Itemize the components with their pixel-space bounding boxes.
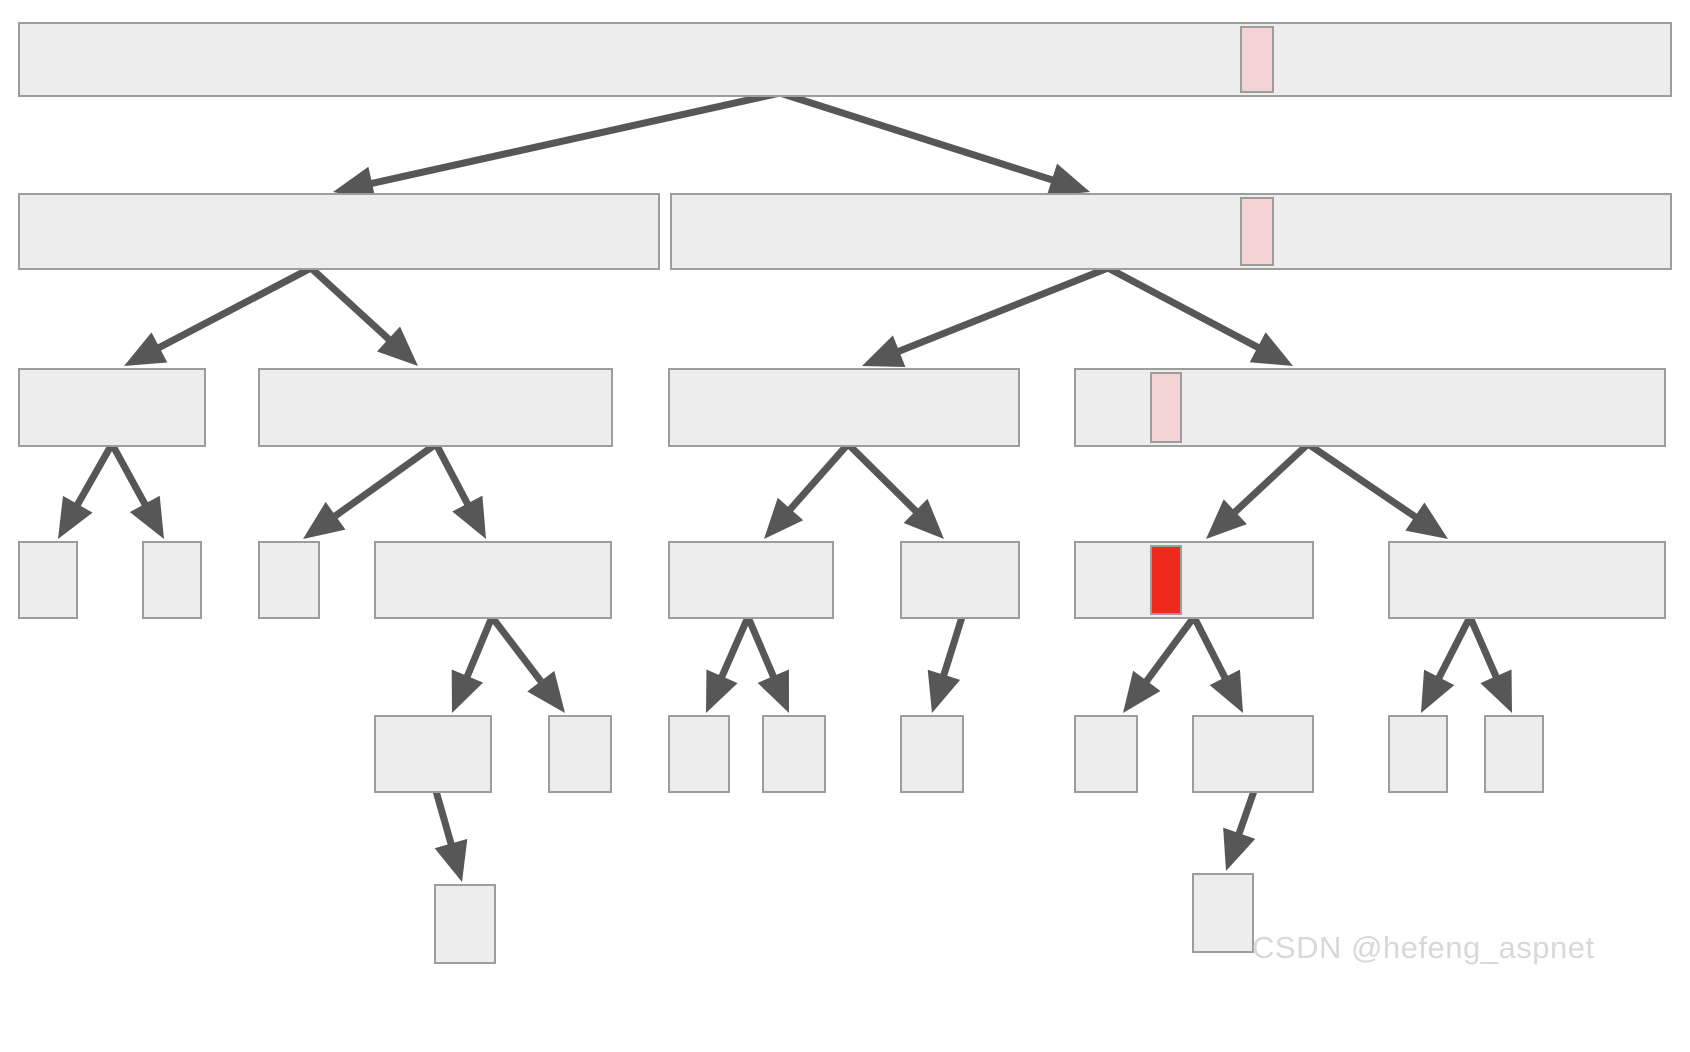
- tree-node[interactable]: [18, 22, 1672, 97]
- tree-node[interactable]: [374, 541, 612, 619]
- tree-edge: [303, 441, 439, 539]
- tree-edge: [489, 614, 565, 713]
- tree-edge: [1421, 615, 1474, 713]
- tree-node[interactable]: [374, 715, 492, 793]
- tree-node[interactable]: [1192, 873, 1254, 953]
- tree-edge: [432, 442, 486, 539]
- tree-edge: [744, 615, 789, 713]
- tree-node[interactable]: [258, 368, 613, 447]
- tree-node[interactable]: [1074, 541, 1314, 619]
- tree-node[interactable]: [548, 715, 612, 793]
- tree-edge: [124, 264, 313, 366]
- tree-edge: [308, 265, 418, 366]
- tree-node[interactable]: [18, 541, 78, 619]
- tree-edge: [1206, 441, 1311, 539]
- highlight-block-marker: [1240, 26, 1274, 93]
- tree-edge: [108, 442, 164, 539]
- tree-node[interactable]: [1192, 715, 1314, 793]
- tree-node[interactable]: [258, 541, 320, 619]
- tree-edge: [333, 89, 781, 200]
- highlight-block-marker: [1150, 372, 1182, 443]
- tree-edge: [1190, 615, 1243, 713]
- tree-edge: [432, 790, 468, 882]
- tree-edge: [1306, 441, 1448, 539]
- highlight-block-marker: [1240, 197, 1274, 266]
- tree-node[interactable]: [762, 715, 826, 793]
- active-block-marker: [1150, 545, 1182, 615]
- tree-edge: [451, 615, 496, 713]
- tree-node[interactable]: [670, 193, 1672, 270]
- tree-node[interactable]: [668, 368, 1020, 447]
- tree-node[interactable]: [1484, 715, 1544, 793]
- tree-edge: [764, 441, 851, 539]
- tree-edge: [706, 615, 752, 713]
- tree-edge: [58, 442, 116, 539]
- tree-edge: [845, 441, 944, 539]
- tree-node[interactable]: [1388, 715, 1448, 793]
- tree-node[interactable]: [434, 884, 496, 964]
- tree-node[interactable]: [1074, 715, 1138, 793]
- tree-node[interactable]: [142, 541, 202, 619]
- tree-node[interactable]: [1074, 368, 1666, 447]
- tree-node[interactable]: [18, 368, 206, 447]
- tree-node[interactable]: [668, 715, 730, 793]
- tree-edge: [927, 615, 966, 713]
- tree-node[interactable]: [900, 541, 1020, 619]
- tree-edge: [778, 89, 1090, 197]
- tree-node[interactable]: [900, 715, 964, 793]
- tree-node[interactable]: [1388, 541, 1666, 619]
- tree-edge: [1466, 615, 1512, 713]
- tree-edge: [1106, 264, 1293, 366]
- tree-edge: [1123, 614, 1197, 713]
- tree-node[interactable]: [18, 193, 660, 270]
- watermark: CSDN @hefeng_aspnet: [1252, 930, 1595, 965]
- tree-node[interactable]: [668, 541, 834, 619]
- tree-edge: [1223, 789, 1258, 871]
- tree-edge: [862, 264, 1110, 367]
